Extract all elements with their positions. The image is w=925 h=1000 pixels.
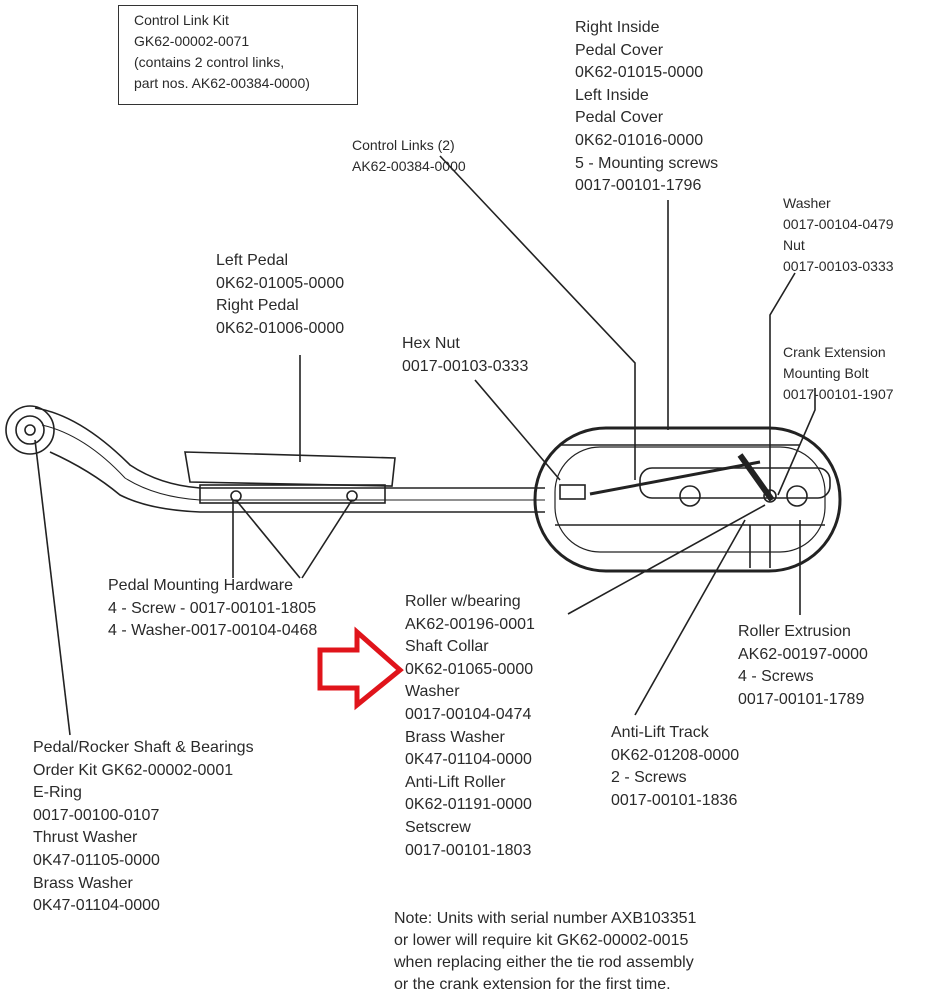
part-number: 0017-00104-0474 — [405, 705, 532, 723]
label-line: Crank Extension — [783, 344, 886, 360]
label-line: Control Link Kit — [134, 12, 229, 28]
label-line: Pedal Mounting Hardware — [108, 577, 293, 594]
roller-extrusion-label: Roller Extrusion AK62-00197-0000 4 - Scr… — [738, 621, 868, 711]
part-number: 4 - Washer-0017-00104-0468 — [108, 622, 318, 640]
label-line: Washer — [783, 195, 831, 211]
label-line: Anti-Lift Track — [611, 724, 709, 741]
part-number: 4 - Screw - 0017-00101-1805 — [108, 599, 317, 617]
part-number: AK62-00197-0000 — [738, 645, 868, 663]
note-line: Note: Units with serial number AXB103351 — [394, 910, 697, 927]
part-number: 0017-00101-1789 — [738, 690, 865, 708]
part-number: Order Kit GK62-00002-0001 — [33, 761, 234, 779]
part-number: 0K62-01191-0000 — [405, 796, 532, 814]
part-number: AK62-00384-0000 — [352, 158, 466, 174]
pedal — [184, 451, 396, 487]
label-line: Pedal Cover — [575, 41, 664, 59]
part-number: 0017-00101-1907 — [783, 386, 894, 402]
label-line: Right Pedal — [216, 297, 299, 315]
anti-lift-track-label: Anti-Lift Track 0K62-01208-0000 2 - Scre… — [611, 722, 739, 812]
part-number: 0K47-01104-0000 — [405, 751, 532, 769]
note-line: or lower will require kit GK62-00002-001… — [394, 932, 689, 949]
part-number: 0K47-01104-0000 — [33, 897, 160, 915]
control-link-kit-box: Control Link Kit GK62-00002-0071 (contai… — [118, 5, 358, 105]
crank-bolt-label: Crank Extension Mounting Bolt 0017-00101… — [783, 342, 894, 405]
pedal-cover — [533, 426, 842, 573]
part-number: 0K62-01005-0000 — [216, 274, 345, 292]
part-number: 0017-00104-0479 — [783, 216, 894, 232]
pedal-arm — [34, 407, 545, 489]
part-number: 0017-00103-0333 — [783, 258, 894, 274]
note-line: when replacing either the tie rod assemb… — [394, 954, 694, 971]
shaft-bearings-label: Pedal/Rocker Shaft & Bearings Order Kit … — [33, 737, 254, 918]
label-line: Pedal/Rocker Shaft & Bearings — [33, 739, 254, 756]
part-number: GK62-00002-0071 — [134, 33, 250, 49]
control-links-label: Control Links (2) AK62-00384-0000 — [352, 135, 466, 177]
part-number: 0017-00100-0107 — [33, 806, 160, 824]
washer-nut-label: Washer 0017-00104-0479 Nut 0017-00103-03… — [783, 193, 894, 277]
label-line: Shaft Collar — [405, 638, 489, 656]
pedal-hardware-label: Pedal Mounting Hardware 4 - Screw - 0017… — [108, 575, 317, 643]
label-line: Brass Washer — [405, 728, 505, 746]
label-line: Pedal Cover — [575, 109, 664, 127]
label-line: Mounting Bolt — [783, 365, 869, 381]
part-number: 0K62-01015-0000 — [575, 64, 704, 82]
part-number: 0K62-01208-0000 — [611, 746, 740, 764]
label-line: Left Pedal — [216, 252, 289, 269]
label-line: Hex Nut — [402, 335, 460, 352]
hex-nut-label: Hex Nut 0017-00103-0333 — [402, 333, 528, 378]
part-number: 0K62-01016-0000 — [575, 131, 704, 149]
part-number: 0017-00101-1836 — [611, 791, 738, 809]
label-line: Washer — [405, 683, 460, 701]
label-line: Thrust Washer — [33, 829, 138, 847]
part-number: 0017-00101-1796 — [575, 177, 702, 195]
label-line: Control Links (2) — [352, 137, 455, 153]
label-line: Brass Washer — [33, 874, 133, 892]
label-line: Left Inside — [575, 86, 649, 104]
part-number: AK62-00196-0001 — [405, 615, 535, 633]
label-line: E-Ring — [33, 784, 82, 802]
label-line: 2 - Screws — [611, 769, 687, 787]
serial-note: Note: Units with serial number AXB103351… — [394, 908, 696, 996]
part-number: 0K47-01105-0000 — [33, 851, 160, 869]
part-number: 0017-00103-0333 — [402, 357, 529, 375]
part-number: 0K62-01065-0000 — [405, 660, 534, 678]
label-line: Anti-Lift Roller — [405, 773, 506, 791]
roller-label: Roller w/bearing AK62-00196-0001 Shaft C… — [405, 591, 535, 862]
part-number: 0017-00101-1803 — [405, 841, 532, 859]
label-line: 5 - Mounting screws — [575, 154, 719, 172]
label-line: part nos. AK62-00384-0000) — [134, 75, 310, 91]
pivot-hub — [5, 405, 55, 455]
inside-pedal-cover-label: Right Inside Pedal Cover 0K62-01015-0000… — [575, 17, 718, 198]
label-line: (contains 2 control links, — [134, 54, 285, 70]
pedals-label: Left Pedal 0K62-01005-0000 Right Pedal 0… — [216, 250, 344, 340]
label-line: 4 - Screws — [738, 668, 814, 686]
label-line: Setscrew — [405, 818, 471, 836]
label-line: Roller Extrusion — [738, 623, 851, 640]
note-line: or the crank extension for the first tim… — [394, 976, 671, 993]
part-number: 0K62-01006-0000 — [216, 319, 345, 337]
label-line: Nut — [783, 237, 805, 253]
label-line: Roller w/bearing — [405, 593, 521, 610]
label-line: Right Inside — [575, 19, 660, 36]
